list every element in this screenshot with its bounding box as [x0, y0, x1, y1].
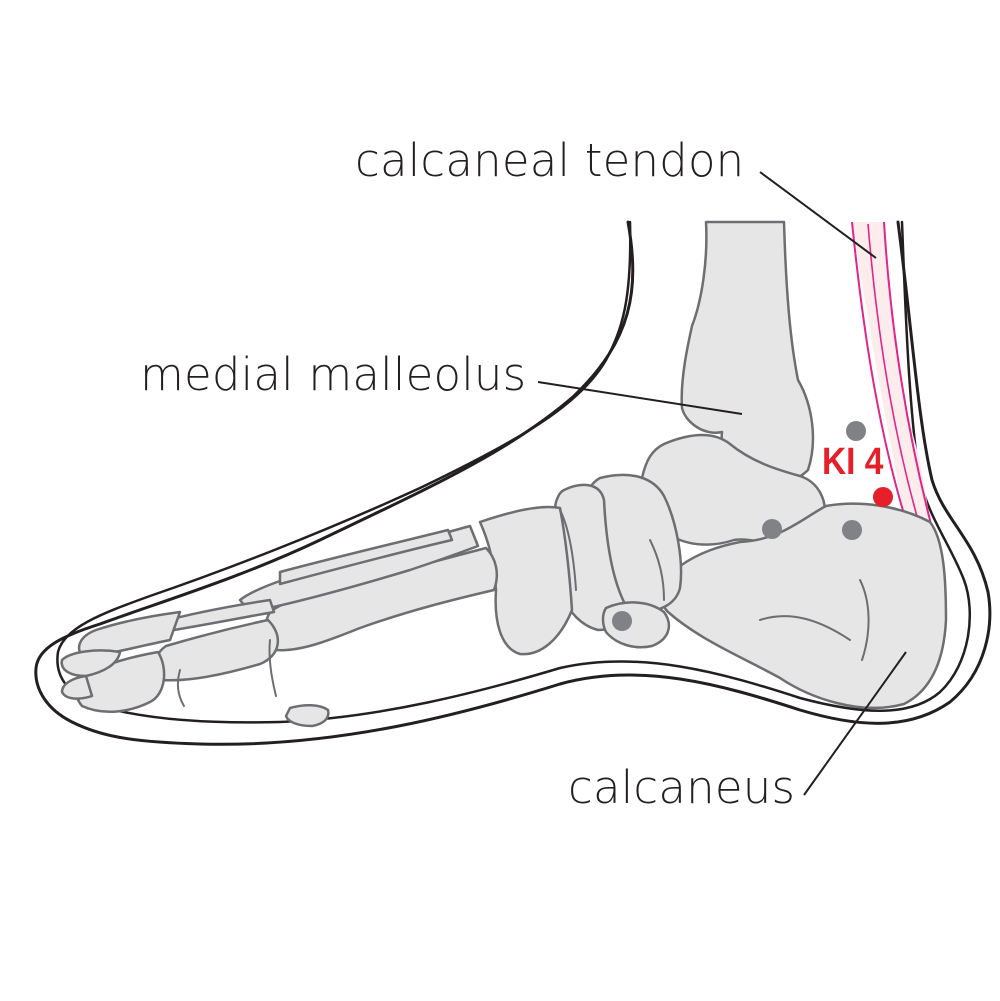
point-navicular	[612, 611, 632, 631]
tendon-edge-back	[883, 221, 933, 529]
leader-calcaneal-tendon	[759, 171, 877, 259]
tendon-edge-front	[851, 221, 905, 515]
point-above-ki4	[846, 421, 866, 441]
leader-medial-malleolus	[537, 381, 743, 415]
tendon-shape	[852, 222, 930, 520]
sesamoid-bone	[284, 704, 330, 728]
leader-lines	[537, 171, 907, 796]
medial-malleolus-label: medial malleolus	[140, 348, 527, 401]
toe-tip-1	[60, 649, 122, 678]
bone-details	[176, 509, 870, 707]
calcaneal-tendon	[851, 221, 933, 529]
tendon-edge-mid	[867, 223, 919, 521]
phalanx-lateral-2	[77, 610, 182, 660]
bones	[60, 220, 948, 728]
calcaneus-label: calcaneus	[568, 761, 796, 814]
foot-outer-contour	[34, 220, 992, 746]
ki4-point-marker	[873, 487, 893, 507]
calcaneal-tendon-label: calcaneal tendon	[355, 134, 745, 187]
metatarsal-3	[278, 528, 454, 586]
toe-tip-2	[60, 674, 94, 700]
leader-calcaneus	[803, 651, 907, 796]
point-talus	[762, 519, 782, 539]
point-calcaneus	[842, 520, 862, 540]
other-points	[612, 421, 866, 631]
ki4-label: KI 4	[822, 441, 884, 483]
